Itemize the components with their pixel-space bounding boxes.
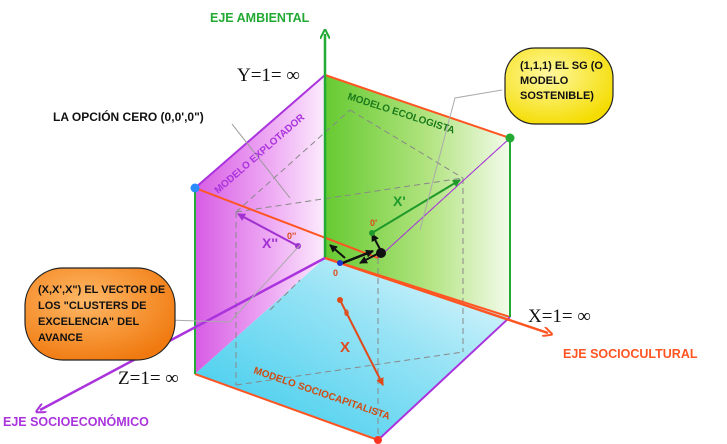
vector-x-prime-arrow: [371, 179, 461, 234]
callout-sg: [504, 47, 614, 125]
dashed-cube-edges: [235, 109, 511, 440]
callout-vector-line1: (X,X',X") EL VECTOR DE: [38, 284, 165, 296]
corner-dot-green: [505, 133, 515, 143]
origin-x-label: 0: [344, 308, 349, 318]
vector-x-double-label: X'': [262, 235, 278, 251]
axis-sociocultural-label: EJE SOCIOCULTURAL: [563, 347, 698, 361]
svg-text:(1,1,1) EL SG (O MODELO: (1,1,1) EL SG (O MODELO SOSTENIBLE): [520, 60, 606, 102]
opcion-cero-label: LA OPCIÓN CERO (0,0',0"): [53, 109, 204, 124]
face-explotador: [195, 75, 325, 374]
callout-vector-line3: EXCELENCIA" DEL: [38, 316, 139, 328]
leader-opcion-cero: [231, 123, 291, 199]
axis-ambiental-label: EJE AMBIENTAL: [210, 11, 310, 25]
origin-x-double-label: 0'': [287, 231, 296, 241]
vector-x-double-arrow: [237, 213, 299, 247]
axis-sociocultural: [324, 256, 548, 333]
resultant-arrow-main: [339, 249, 374, 266]
origin-point-x: [337, 297, 343, 303]
resultant-arrow-up: [371, 233, 382, 252]
limit-x-label: X=1= ∞: [528, 306, 591, 327]
callout-vector-line4: AVANCE: [38, 332, 83, 344]
origin-x-prime-label: 0': [370, 218, 377, 228]
vector-x-arrow: [339, 299, 384, 386]
origin-point-x-prime: [369, 230, 375, 236]
vector-x-prime-label: X': [393, 193, 406, 209]
corner-dot-blue: [190, 183, 200, 193]
limit-y-label: Y=1= ∞: [237, 65, 300, 86]
resultant-arrow-left: [359, 252, 380, 264]
corner-dot-red: [374, 436, 382, 444]
callout-vector-line2: LOS "CLUSTERS DE: [38, 300, 147, 312]
sg-point: [376, 248, 386, 258]
vector-x-label: X: [340, 339, 350, 356]
callout-sg-line3: SOSTENIBLE): [520, 90, 594, 102]
leader-sg: [419, 89, 503, 231]
resultant-arrow-left2: [329, 244, 346, 259]
limit-z-label: Z=1= ∞: [118, 368, 179, 389]
origin-point-x-double: [295, 243, 301, 249]
face-sociocapitalista: [195, 258, 510, 440]
axis-socioeconomico: [40, 256, 326, 410]
origin-main-label: 0: [333, 268, 338, 278]
cube-edges: [194, 74, 511, 441]
axis-socioeconomico-label: EJE SOCIOECONÓMICO: [3, 414, 149, 429]
callout-sg-line1: (1,1,1) EL SG (O: [520, 60, 603, 72]
callout-sg-line2: MODELO: [520, 75, 569, 87]
svg-text:(X,X',X") EL VECTOR DE LOS: (X,X',X") EL VECTOR DE LOS "CLUSTERS DE …: [38, 284, 168, 344]
callout-vector: [24, 267, 176, 361]
leader-vector: [167, 244, 301, 323]
origin-point-main: [337, 260, 343, 266]
